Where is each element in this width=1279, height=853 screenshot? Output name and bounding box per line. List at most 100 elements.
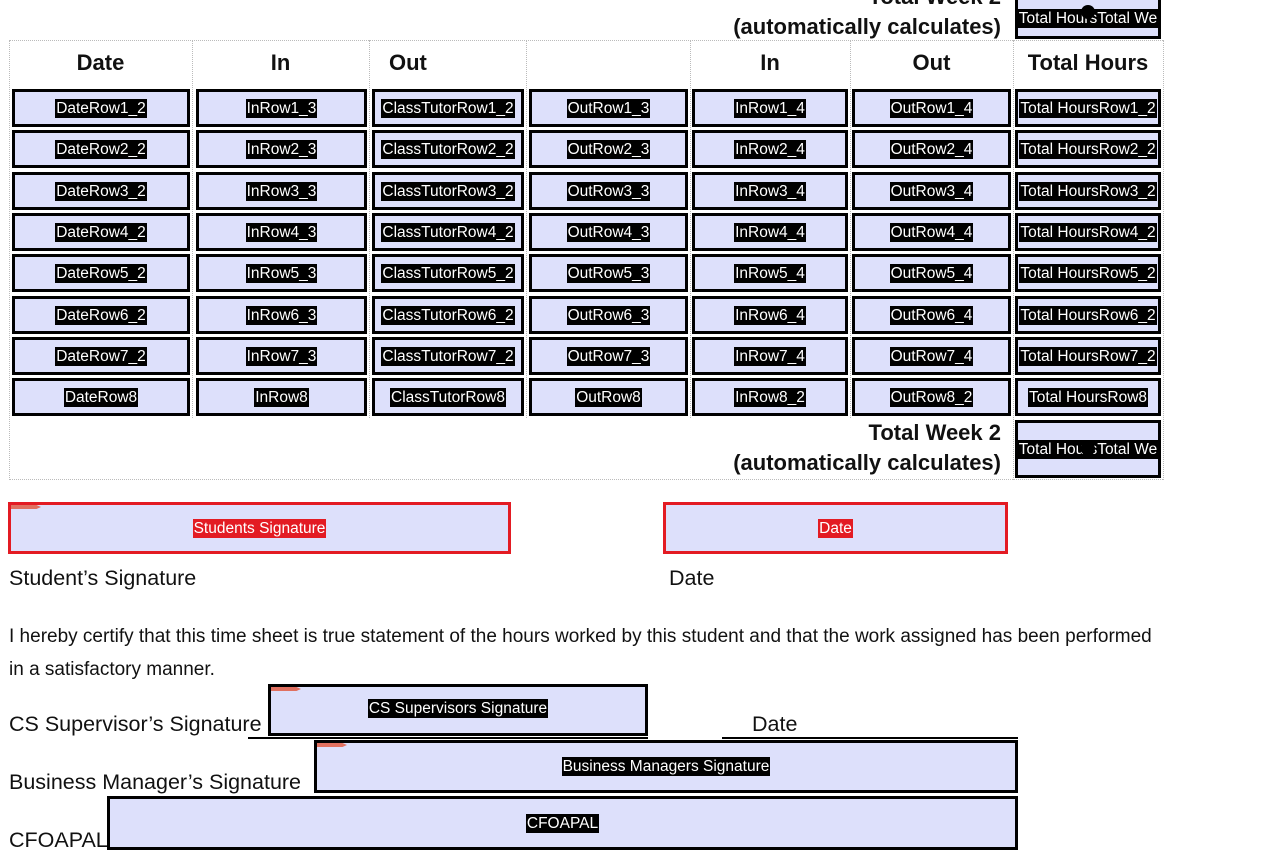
cs-supervisor-label: CS Supervisor’s Signature: [9, 712, 262, 736]
row-1-in-field[interactable]: InRow1_3: [196, 89, 367, 127]
field-resize-handle-icon: [1081, 442, 1095, 456]
field-name: ClassTutorRow6_2: [381, 305, 515, 325]
header-total-hours: Total Hours: [1027, 50, 1149, 75]
row-6-in-field[interactable]: InRow6_3: [196, 296, 367, 334]
row-4-in-field[interactable]: InRow4_3: [196, 213, 367, 251]
table-right-border: [1163, 40, 1164, 480]
cfoapal-field[interactable]: CFOAPAL: [107, 796, 1018, 850]
row-8-out-2-field[interactable]: OutRow8_2: [852, 378, 1011, 416]
row-1-class-tutor-field[interactable]: ClassTutorRow1_2: [372, 89, 524, 127]
row-3-in-field[interactable]: InRow3_3: [196, 172, 367, 210]
field-name: InRow5_4: [734, 263, 806, 283]
row-4-total-hours-field[interactable]: Total HoursRow4_2: [1015, 213, 1161, 251]
field-name: ClassTutorRow1_2: [381, 98, 515, 118]
field-name: OutRow7_3: [566, 346, 651, 366]
row-2-total-hours-field[interactable]: Total HoursRow2_2: [1015, 130, 1161, 168]
field-name: OutRow8: [575, 387, 642, 407]
row-3-total-hours-field[interactable]: Total HoursRow3_2: [1015, 172, 1161, 210]
col-divider: [690, 40, 691, 418]
field-name: InRow4_3: [245, 222, 318, 242]
row-7-in-2-field[interactable]: InRow7_4: [692, 337, 848, 375]
row-8-class-tutor-field[interactable]: ClassTutorRow8: [372, 378, 524, 416]
field-name: ClassTutorRow2_2: [381, 139, 515, 159]
row-5-class-tutor-field[interactable]: ClassTutorRow5_2: [372, 254, 524, 292]
row-1-out-2-field[interactable]: OutRow1_4: [852, 89, 1011, 127]
field-resize-handle-icon: [1081, 5, 1095, 19]
top-total-week-label: Total Week 2 (automatically calculates): [733, 0, 1001, 42]
row-5-out-field[interactable]: OutRow5_3: [529, 254, 688, 292]
row-4-class-tutor-field[interactable]: ClassTutorRow4_2: [372, 213, 524, 251]
total-week-2-title: Total Week 2: [868, 420, 1001, 445]
row-6-in-2-field[interactable]: InRow6_4: [692, 296, 848, 334]
field-name: OutRow5_4: [889, 263, 974, 283]
row-5-total-hours-field[interactable]: Total HoursRow5_2: [1015, 254, 1161, 292]
cs-supervisor-underline: [248, 737, 648, 739]
field-name: ClassTutorRow8: [390, 387, 506, 407]
student-signature-label: Student’s Signature: [9, 566, 197, 590]
row-7-out-2-field[interactable]: OutRow7_4: [852, 337, 1011, 375]
row-2-in-field[interactable]: InRow2_3: [196, 130, 367, 168]
field-name: OutRow8_2: [889, 387, 974, 407]
row-8-in-2-field[interactable]: InRow8_2: [692, 378, 848, 416]
row-8-out-field[interactable]: OutRow8: [529, 378, 688, 416]
row-6-total-hours-field[interactable]: Total HoursRow6_2: [1015, 296, 1161, 334]
row-2-in-2-field[interactable]: InRow2_4: [692, 130, 848, 168]
row-4-out-2-field[interactable]: OutRow4_4: [852, 213, 1011, 251]
row-2-out-field[interactable]: OutRow2_3: [529, 130, 688, 168]
students-signature-field[interactable]: Students Signature: [8, 502, 511, 554]
business-manager-label: Business Manager’s Signature: [9, 770, 302, 794]
row-1-in-2-field[interactable]: InRow1_4: [692, 89, 848, 127]
row-8-date-field[interactable]: DateRow8: [12, 378, 190, 416]
cs-supervisor-date-underline: [722, 737, 1018, 739]
row-3-class-tutor-field[interactable]: ClassTutorRow3_2: [372, 172, 524, 210]
field-name: ClassTutorRow3_2: [381, 181, 515, 201]
row-1-total-hours-field[interactable]: Total HoursRow1_2: [1015, 89, 1161, 127]
field-name: Students Signature: [192, 518, 327, 538]
field-name: OutRow2_4: [889, 139, 974, 159]
row-7-class-tutor-field[interactable]: ClassTutorRow7_2: [372, 337, 524, 375]
row-8-in-field[interactable]: InRow8: [196, 378, 367, 416]
row-7-in-field[interactable]: InRow7_3: [196, 337, 367, 375]
row-3-out-2-field[interactable]: OutRow3_4: [852, 172, 1011, 210]
row-3-date-field[interactable]: DateRow3_2: [12, 172, 190, 210]
field-name: InRow3_4: [734, 181, 806, 201]
row-5-out-2-field[interactable]: OutRow5_4: [852, 254, 1011, 292]
row-2-class-tutor-field[interactable]: ClassTutorRow2_2: [372, 130, 524, 168]
field-name: Business Managers Signature: [561, 757, 771, 776]
field-name: Total HoursRow8: [1027, 387, 1149, 407]
top-total-week-note: (automatically calculates): [733, 14, 1001, 39]
row-1-out-field[interactable]: OutRow1_3: [529, 89, 688, 127]
row-6-out-field[interactable]: OutRow6_3: [529, 296, 688, 334]
field-name: DateRow3_2: [55, 181, 147, 201]
row-1-date-field[interactable]: DateRow1_2: [12, 89, 190, 127]
field-name: OutRow2_3: [566, 139, 651, 159]
total-week-2-note: (automatically calculates): [733, 450, 1001, 475]
field-name: InRow6_3: [245, 305, 318, 325]
field-name: InRow4_4: [734, 222, 806, 242]
business-managers-signature-field[interactable]: Business Managers Signature: [314, 740, 1018, 793]
cs-supervisor-signature-field[interactable]: CS Supervisors Signature: [268, 684, 648, 736]
row-4-date-field[interactable]: DateRow4_2: [12, 213, 190, 251]
row-7-out-field[interactable]: OutRow7_3: [529, 337, 688, 375]
row-3-in-2-field[interactable]: InRow3_4: [692, 172, 848, 210]
field-name: Total HoursRow1_2: [1019, 98, 1157, 118]
row-2-date-field[interactable]: DateRow2_2: [12, 130, 190, 168]
row-8-total-hours-field[interactable]: Total HoursRow8: [1015, 378, 1161, 416]
row-5-in-2-field[interactable]: InRow5_4: [692, 254, 848, 292]
field-name: DateRow4_2: [55, 222, 147, 242]
row-6-class-tutor-field[interactable]: ClassTutorRow6_2: [372, 296, 524, 334]
field-name: Total HoursRow4_2: [1019, 222, 1157, 242]
row-6-out-2-field[interactable]: OutRow6_4: [852, 296, 1011, 334]
row-4-out-field[interactable]: OutRow4_3: [529, 213, 688, 251]
row-2-out-2-field[interactable]: OutRow2_4: [852, 130, 1011, 168]
row-3-out-field[interactable]: OutRow3_3: [529, 172, 688, 210]
student-date-field[interactable]: Date: [663, 502, 1008, 554]
row-6-date-field[interactable]: DateRow6_2: [12, 296, 190, 334]
row-7-total-hours-field[interactable]: Total HoursRow7_2: [1015, 337, 1161, 375]
row-5-date-field[interactable]: DateRow5_2: [12, 254, 190, 292]
field-name: Date: [818, 518, 853, 538]
row-7-date-field[interactable]: DateRow7_2: [12, 337, 190, 375]
field-name: InRow6_4: [734, 305, 806, 325]
row-4-in-2-field[interactable]: InRow4_4: [692, 213, 848, 251]
row-5-in-field[interactable]: InRow5_3: [196, 254, 367, 292]
